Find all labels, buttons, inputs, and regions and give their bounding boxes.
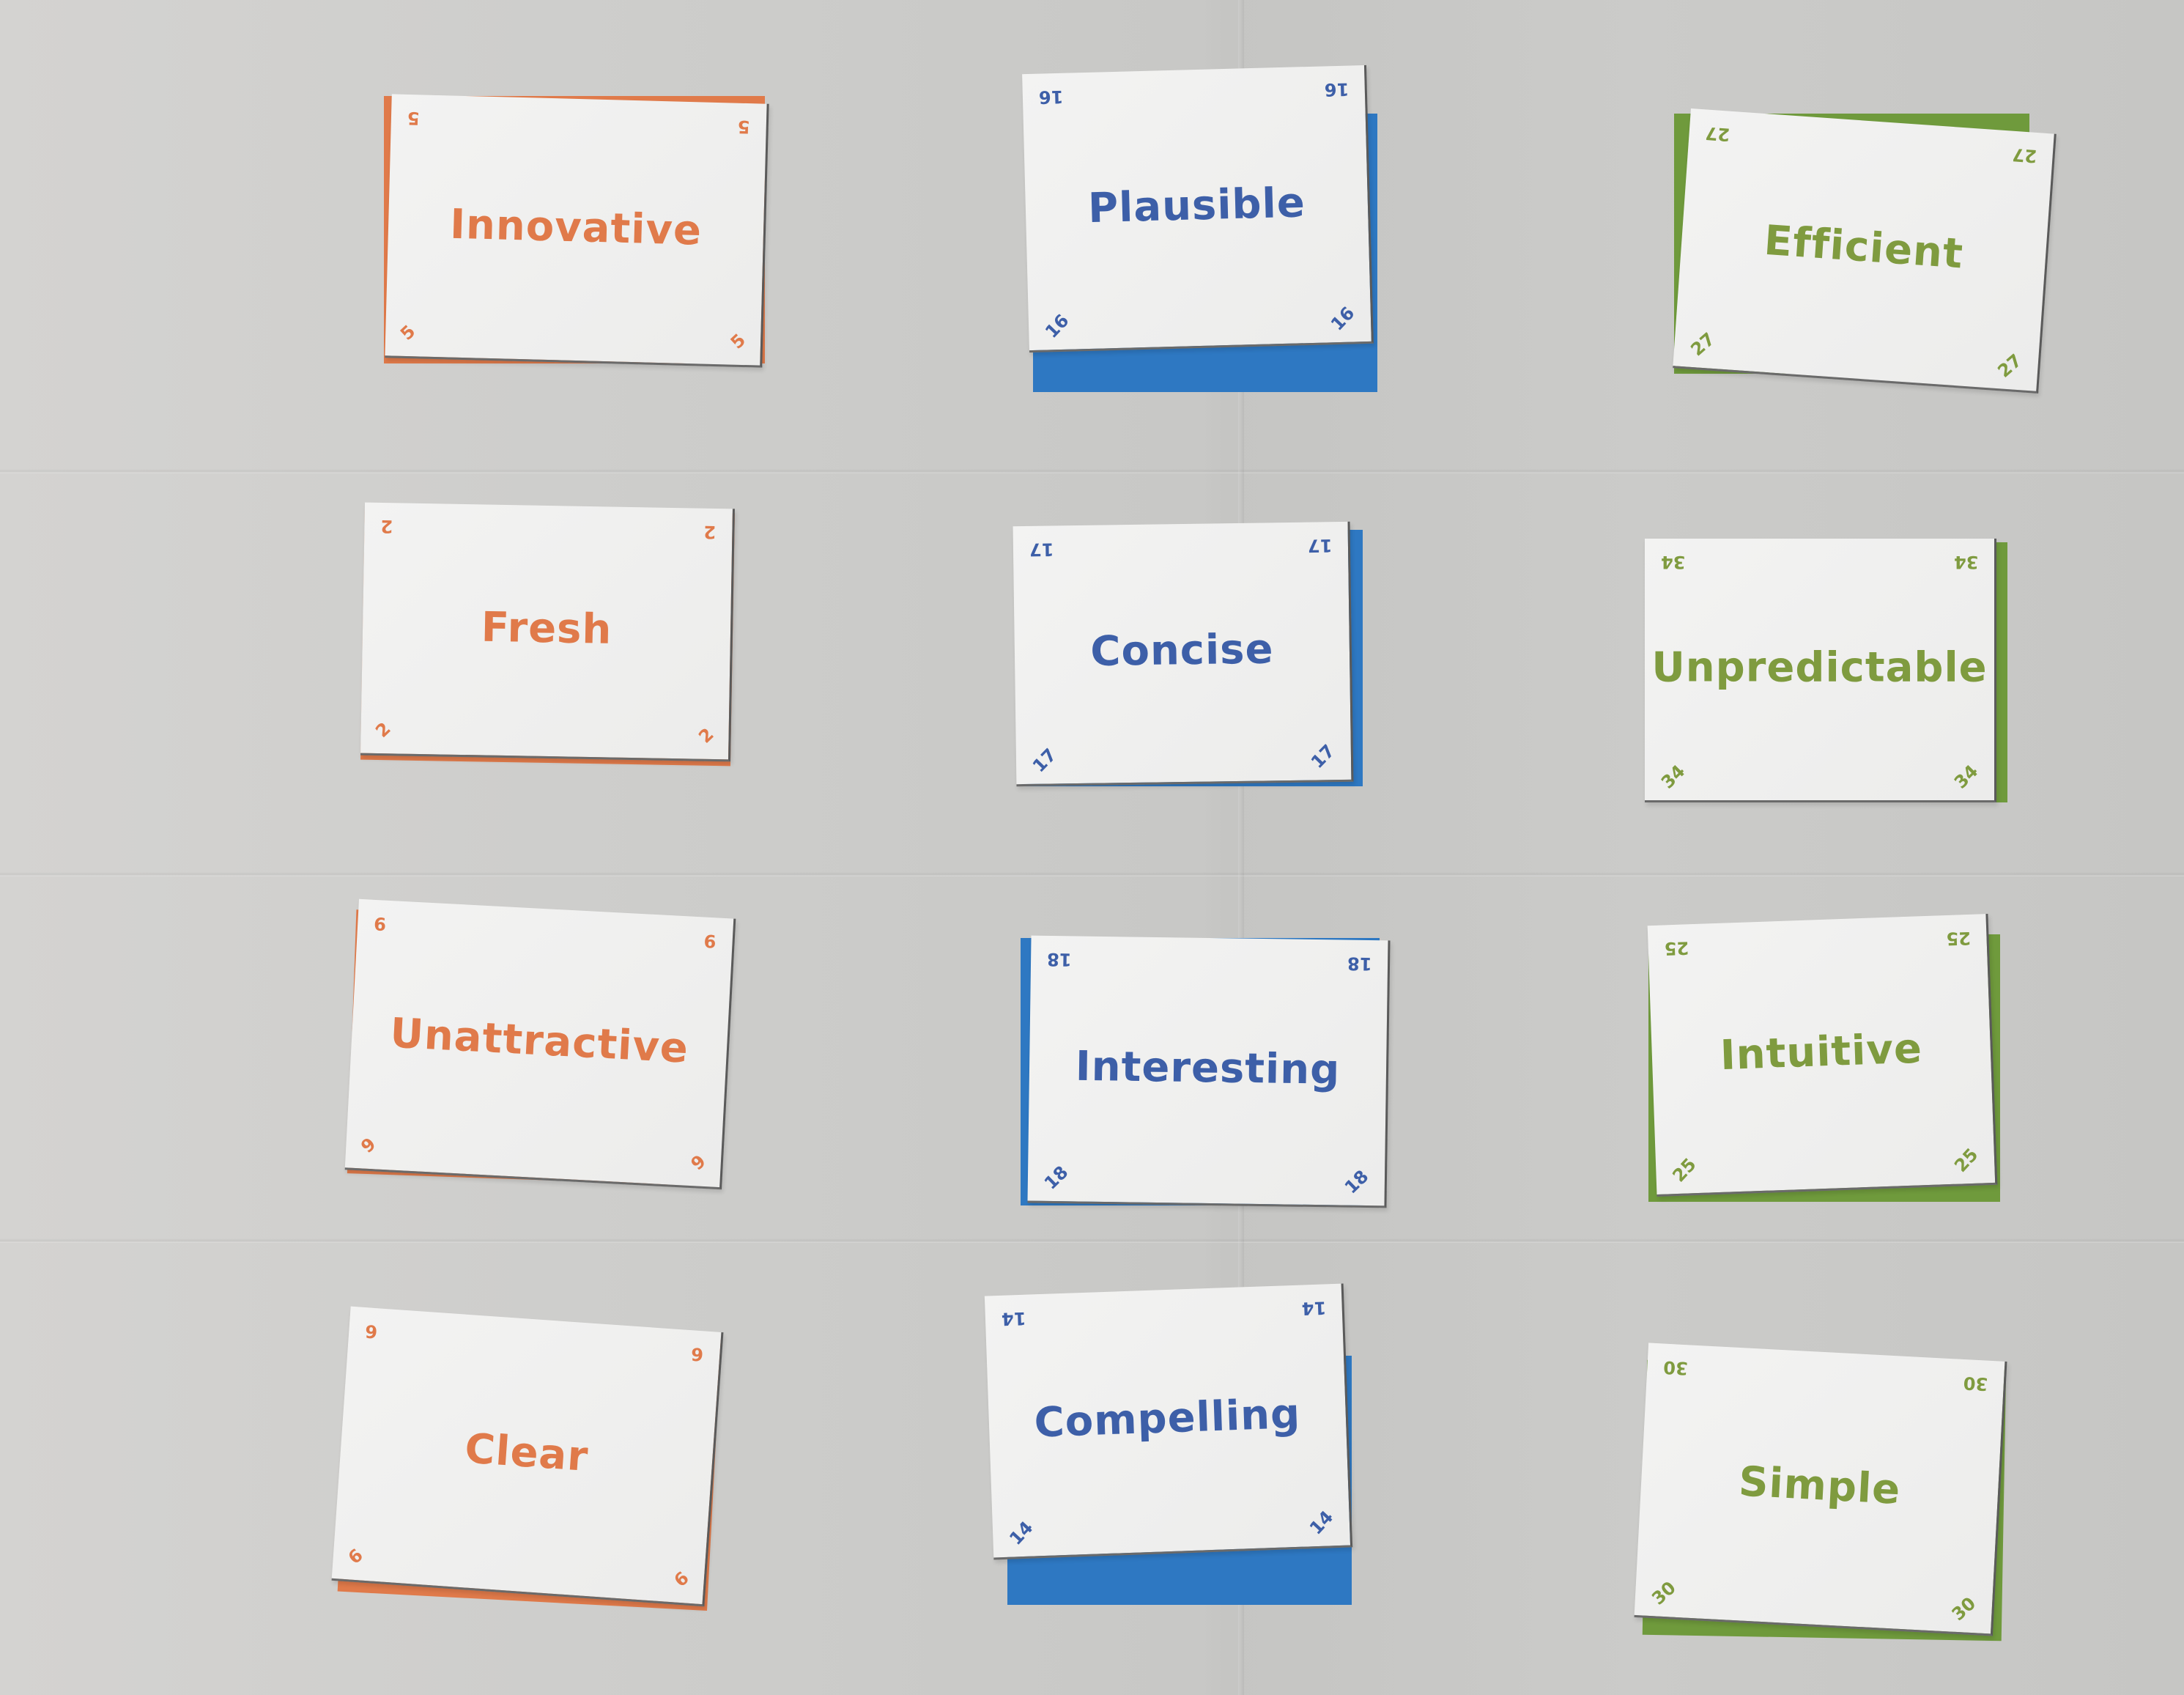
word-card[interactable]: Concise 17 17 17 17	[1013, 521, 1354, 787]
card-number-top-left: 2	[380, 516, 393, 537]
card-number-bottom-right: 14	[1305, 1507, 1337, 1539]
card-number-top-left: 18	[1046, 948, 1072, 970]
card-word: Concise	[1089, 625, 1274, 676]
word-card[interactable]: Clear 6 6 6 6	[331, 1306, 724, 1607]
card-number-bottom-right: 16	[1326, 303, 1358, 335]
card-number-bottom-right: 6	[670, 1567, 693, 1592]
card-word: Plausible	[1087, 178, 1306, 232]
card-word: Fresh	[481, 603, 612, 654]
word-card[interactable]: Plausible 16 16 16 16	[1022, 64, 1374, 353]
card-number-top-left: 27	[1704, 122, 1731, 145]
card-number-bottom-left: 14	[1005, 1517, 1037, 1549]
card-number-bottom-right: 17	[1306, 740, 1339, 773]
card-word: Unattractive	[388, 1009, 690, 1073]
card-number-bottom-left: 30	[1648, 1577, 1680, 1609]
word-card[interactable]: Fresh 2 2 2 2	[360, 502, 735, 762]
card-number-bottom-left: 27	[1687, 328, 1720, 361]
card-number-top-right: 6	[690, 1343, 705, 1365]
card-word: Innovative	[449, 200, 703, 255]
card-number-top-left: 5	[407, 107, 421, 129]
word-card[interactable]: Compelling 14 14 14 14	[984, 1283, 1353, 1560]
card-number-bottom-right: 18	[1340, 1166, 1372, 1198]
card-number-bottom-right: 5	[727, 329, 750, 353]
paper-fold-line	[0, 872, 2184, 876]
card-number-bottom-right: 34	[1950, 761, 1983, 793]
card-number-top-right: 25	[1945, 927, 1972, 950]
card-number-top-right: 14	[1300, 1297, 1327, 1319]
card-number-bottom-right: 2	[695, 723, 718, 747]
paper-fold-line	[0, 1238, 2184, 1243]
card-number-top-left: 16	[1038, 86, 1064, 108]
card-number-top-left: 30	[1662, 1356, 1689, 1379]
card-word: Simple	[1737, 1458, 1902, 1514]
card-word: Interesting	[1075, 1042, 1341, 1094]
word-card[interactable]: Unpredictable 34 34 34 34	[1645, 539, 1996, 802]
card-number-top-left: 34	[1661, 552, 1686, 572]
card-number-bottom-left: 25	[1668, 1153, 1700, 1186]
word-card[interactable]: Interesting 18 18 18 18	[1027, 935, 1391, 1208]
word-card[interactable]: Innovative 5 5 5 5	[385, 94, 769, 368]
card-number-bottom-right: 30	[1947, 1592, 1980, 1625]
card-number-bottom-left: 18	[1040, 1162, 1073, 1194]
card-number-top-right: 2	[703, 521, 717, 542]
word-card[interactable]: Intuitive 25 25 25 25	[1647, 913, 1998, 1197]
card-word: Compelling	[1033, 1389, 1302, 1447]
card-number-top-right: 34	[1953, 552, 1978, 572]
card-number-top-right: 17	[1307, 535, 1333, 556]
card-word: Clear	[463, 1425, 591, 1481]
card-number-bottom-left: 34	[1656, 761, 1689, 793]
card-number-top-right: 27	[2011, 144, 2037, 167]
card-number-top-left: 9	[373, 912, 387, 934]
card-number-bottom-left: 17	[1029, 744, 1061, 777]
card-number-bottom-left: 5	[396, 321, 420, 344]
card-number-top-right: 30	[1962, 1372, 1988, 1395]
paper-fold-line	[0, 469, 2184, 473]
card-number-bottom-right: 27	[1994, 350, 2026, 382]
card-number-top-left: 17	[1029, 539, 1054, 560]
card-word: Efficient	[1762, 216, 1965, 278]
card-number-top-right: 9	[703, 930, 717, 952]
paper-fold-line	[1238, 0, 1244, 1695]
card-number-top-left: 14	[1001, 1307, 1026, 1329]
card-number-bottom-left: 6	[344, 1544, 367, 1569]
card-number-top-right: 5	[737, 116, 751, 138]
card-number-bottom-left: 2	[371, 718, 395, 742]
card-number-bottom-left: 9	[357, 1133, 380, 1157]
word-card[interactable]: Simple 30 30 30 30	[1634, 1343, 2007, 1636]
card-number-top-right: 16	[1324, 78, 1350, 100]
card-number-top-left: 6	[364, 1321, 379, 1343]
card-word: Unpredictable	[1651, 643, 1988, 691]
card-number-bottom-right: 25	[1950, 1144, 1983, 1177]
card-word: Intuitive	[1719, 1024, 1923, 1079]
word-card[interactable]: Unattractive 9 9 9 9	[344, 898, 736, 1190]
card-number-top-left: 25	[1664, 937, 1689, 959]
card-number-bottom-right: 9	[686, 1151, 711, 1175]
word-card[interactable]: Efficient 27 27 27 27	[1673, 108, 2057, 394]
card-number-top-right: 18	[1347, 953, 1372, 975]
card-number-bottom-left: 16	[1041, 310, 1073, 342]
